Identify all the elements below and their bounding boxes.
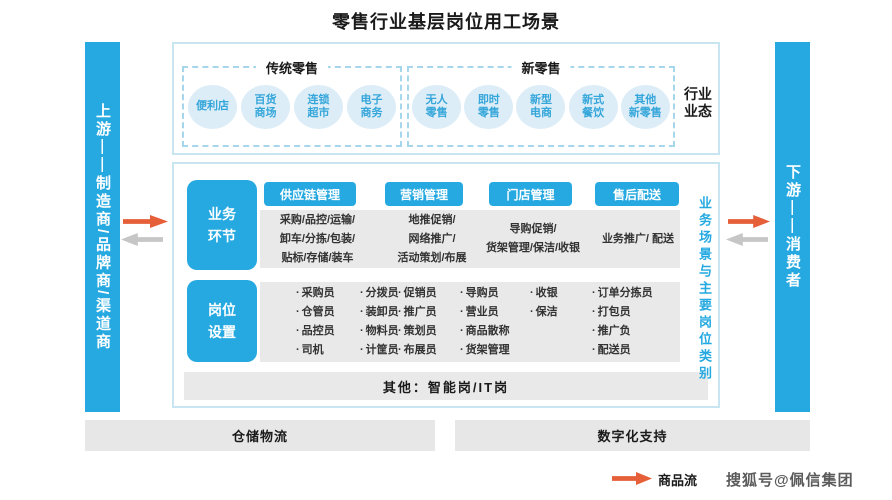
- warehouse-logistics-bar: 仓储物流: [85, 420, 435, 451]
- job-column: 导购员 营业员 商品散称 货架管理: [460, 284, 510, 360]
- digital-support-bar: 数字化支持: [455, 420, 810, 451]
- goods-flow-arrow-icon: [612, 472, 652, 485]
- industry-side-label: 行业 业态: [684, 86, 712, 119]
- job-column: 订单分拣员 打包员 推广负 配送员: [592, 284, 653, 360]
- store-management-details: 导购促销/ 货架管理/保洁/收银: [485, 223, 581, 254]
- job-setting-band: 采购员 仓管员 品控员 司机 分拨员 装卸员 物料员 计筐员 促销员 推广员 策…: [260, 282, 680, 362]
- other-positions-row: 其他：智能岗/IT岗: [184, 372, 708, 400]
- business-links-band: 采购/品控/运输/ 卸车/分拣/包装/ 贴标/存储/装车 地推促销/ 网络推广/…: [260, 210, 680, 268]
- job-column: 分拨员 装卸员 物料员 计筐员: [360, 284, 399, 360]
- header-store-management: 门店管理: [489, 182, 572, 206]
- traditional-retail-group: 传统零售 便利店 百货商场 连锁超市 电子商务: [182, 58, 402, 147]
- job-setting-label: 岗位 设置: [187, 280, 257, 362]
- supply-chain-details: 采购/品控/运输/ 卸车/分拣/包装/ 贴标/存储/装车: [279, 213, 356, 264]
- industry-item: 即时零售: [464, 84, 514, 129]
- scene-side-label: 业务场景与主要岗位类别: [697, 196, 712, 383]
- header-after-sales-delivery: 售后配送: [595, 182, 679, 206]
- industry-item: 无人零售: [412, 84, 462, 129]
- goods-flow-label: 商品流: [658, 473, 698, 488]
- job-column: 收银 保洁: [530, 284, 558, 322]
- industry-item: 连锁超市: [294, 84, 343, 129]
- flow-left-arrow-icon: [121, 233, 163, 246]
- industry-item: 其他新零售: [620, 84, 670, 129]
- flow-right-arrow-icon: [123, 215, 168, 228]
- business-scene-box: 业务 环节 岗位 设置 供应链管理 营销管理 门店管理 售后配送 采购/品控/运…: [172, 162, 720, 408]
- industry-formats-box: 传统零售 便利店 百货商场 连锁超市 电子商务 新零售 无人零: [172, 42, 720, 155]
- business-links-label: 业务 环节: [187, 180, 257, 270]
- job-column: 促销员 推广员 策划员 布展员: [398, 284, 437, 360]
- industry-item: 便利店: [188, 84, 237, 129]
- flow-left-arrow-icon: [726, 233, 768, 246]
- marketing-details: 地推促销/ 网络推广/ 活动策划/布展: [397, 213, 467, 264]
- new-retail-group: 新零售 无人零售 即时零售 新型电商 新式餐饮 其他新零售: [407, 58, 675, 147]
- job-column: 采购员 仓管员 品控员 司机: [296, 284, 335, 360]
- industry-item: 电子商务: [347, 84, 396, 129]
- flow-right-arrow-icon: [728, 215, 770, 228]
- group-title: 传统零售: [255, 58, 329, 77]
- upstream-label: 上游——制造商/品牌商/渠道商: [94, 102, 111, 352]
- upstream-bar: 上游——制造商/品牌商/渠道商: [85, 42, 120, 412]
- traditional-retail-items: 便利店 百货商场 连锁超市 电子商务: [184, 68, 400, 145]
- header-marketing: 营销管理: [385, 182, 463, 206]
- industry-item: 新式餐饮: [568, 84, 618, 129]
- group-title: 新零售: [511, 58, 571, 77]
- industry-item: 百货商场: [241, 84, 290, 129]
- after-sales-details: 业务推广/ 配送: [601, 232, 675, 245]
- watermark: 搜狐号@佩信集团: [726, 472, 854, 489]
- downstream-label: 下游——消费者: [784, 164, 801, 290]
- new-retail-items: 无人零售 即时零售 新型电商 新式餐饮 其他新零售: [409, 68, 673, 145]
- industry-item: 新型电商: [516, 84, 566, 129]
- page-title: 零售行业基层岗位用工场景: [332, 12, 560, 32]
- header-supply-chain: 供应链管理: [264, 182, 356, 206]
- downstream-bar: 下游——消费者: [775, 42, 810, 412]
